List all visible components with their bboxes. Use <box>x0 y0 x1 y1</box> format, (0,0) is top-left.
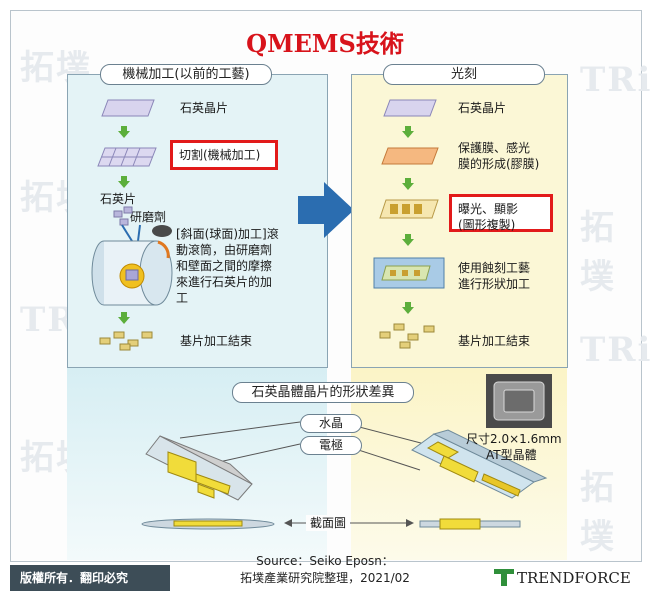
down-arrow-icon <box>402 302 414 314</box>
mechanical-cross-section-icon <box>141 518 275 530</box>
mechanical-tab: 機械加工(以前的工藝) <box>100 64 272 85</box>
transition-arrow-icon <box>298 182 354 238</box>
crystal-label: 水晶 <box>300 414 362 433</box>
electrode-label: 電極 <box>300 436 362 455</box>
cross-section-label: 截面圖 <box>306 515 351 531</box>
right-step4-line1: 使用蝕刻工藝 <box>458 261 531 275</box>
patterned-wafer-icon <box>379 199 439 219</box>
left-step1-label: 石英晶片 <box>180 101 229 115</box>
left-step-end-label: 基片加工結束 <box>180 334 253 348</box>
down-arrow-icon <box>402 126 414 138</box>
rolling-drum-icon <box>91 240 173 306</box>
down-arrow-icon <box>402 178 414 190</box>
process-desc-line5: 工 <box>176 291 189 305</box>
right-step2-line2: 膜的形成(膠膜) <box>458 157 540 171</box>
down-arrow-icon <box>118 126 130 138</box>
abrasive-particles-icon <box>113 206 172 242</box>
right-step1-label: 石英晶片 <box>458 101 507 115</box>
coated-wafer-icon <box>381 147 439 165</box>
right-step-end-label: 基片加工結束 <box>458 334 531 348</box>
source-line1: Source：Seiko Eposn： <box>256 554 394 568</box>
process-desc-line2: 動滾筒，由研磨劑 <box>176 243 273 257</box>
process-desc-line1: [斜面(球面)加工]滾 <box>176 227 279 241</box>
copyright-badge: 版權所有．翻印必究 <box>10 565 170 591</box>
quartz-piece-label: 石英片 <box>100 192 137 206</box>
down-arrow-icon <box>118 176 130 188</box>
exposure-development-box: 曝光、顯影 (圖形複製) <box>449 194 553 232</box>
finished-blanks-icon <box>99 331 153 351</box>
right-step4-line2: 進行形狀加工 <box>458 277 531 291</box>
mechanical-crystal-icon <box>145 435 253 501</box>
photolithography-cross-section-icon <box>419 518 521 530</box>
photolithography-tab: 光刻 <box>383 64 545 85</box>
photolithography-crystal-icon <box>411 429 548 499</box>
process-desc-line4: 來進行石英片的加 <box>176 275 273 289</box>
diced-wafer-icon <box>97 147 157 167</box>
finished-blanks-icon <box>379 323 435 349</box>
right-step2-line1: 保護膜、感光 <box>458 141 531 155</box>
source-line2: 拓墣產業研究院整理，2021/02 <box>240 571 410 585</box>
quartz-wafer-icon <box>101 99 155 117</box>
chip-size-label: 尺寸2.0×1.6mm <box>466 432 562 446</box>
abrasive-label: 研磨劑 <box>130 210 167 224</box>
crystal-chip-photo <box>486 374 552 428</box>
shape-difference-heading: 石英晶體晶片的形狀差異 <box>232 382 414 403</box>
exposure-line2: (圖形複製) <box>458 218 516 232</box>
down-arrow-icon <box>118 312 130 324</box>
exposure-line1: 曝光、顯影 <box>458 202 519 216</box>
down-arrow-icon <box>402 234 414 246</box>
trendforce-brand: TRENDFORCE <box>517 569 631 587</box>
quartz-wafer-icon <box>383 99 437 117</box>
trendforce-logo-icon <box>494 569 514 586</box>
page-title: QMEMS技術 <box>246 29 404 58</box>
etching-bath-icon <box>373 257 445 289</box>
mechanical-cutting-box: 切割(機械加工) <box>170 140 278 170</box>
mechanical-panel <box>67 74 328 368</box>
chip-type-label: AT型晶體 <box>486 448 537 462</box>
process-desc-line3: 和壁面之間的摩擦 <box>176 259 273 273</box>
